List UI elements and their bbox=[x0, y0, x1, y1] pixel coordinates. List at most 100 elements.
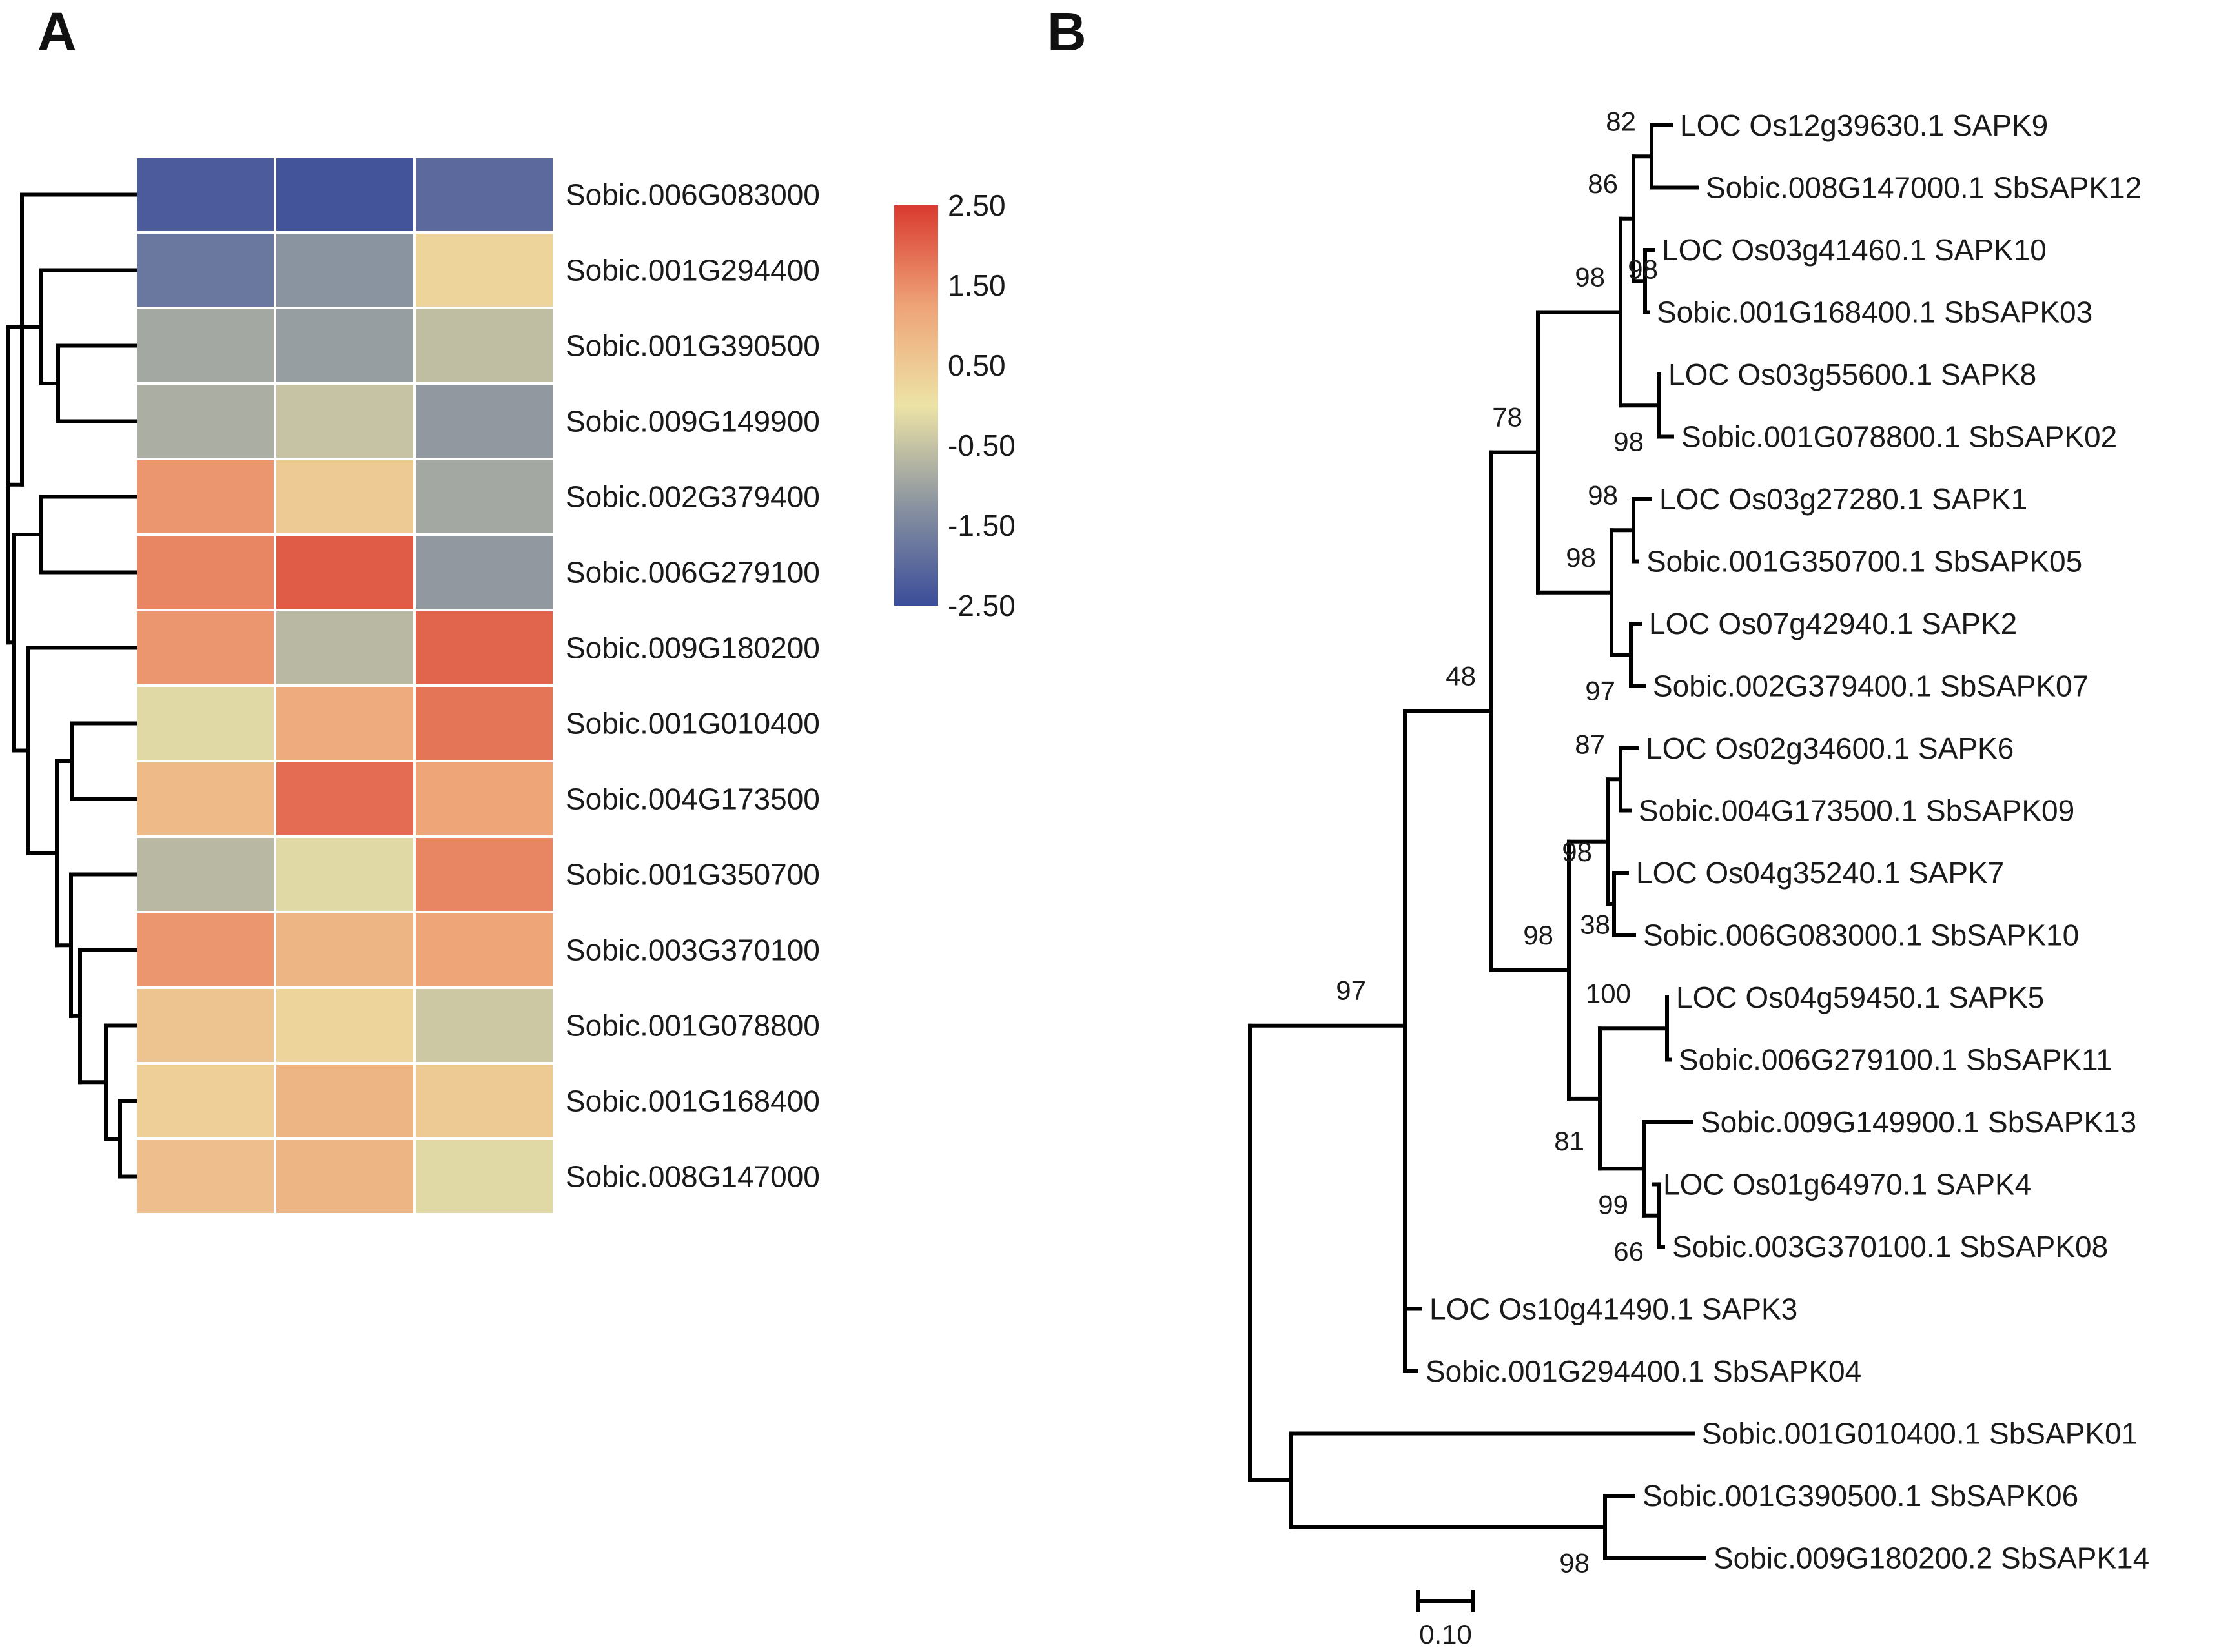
tree-scale-bar: 0.10 bbox=[1416, 1590, 1475, 1649]
tree-leaf-label: LOC Os03g55600.1 SAPK8 bbox=[1668, 358, 2036, 391]
bootstrap-value: 99 bbox=[1598, 1189, 1628, 1219]
bootstrap-value: 48 bbox=[1446, 661, 1476, 691]
bootstrap-value: 100 bbox=[1586, 978, 1631, 1008]
heatmap-row-label: Sobic.006G279100 bbox=[566, 556, 820, 589]
tree-leaf-label: LOC Os10g41490.1 SAPK3 bbox=[1429, 1292, 1797, 1326]
colorbar-tick-label: -1.50 bbox=[948, 509, 1016, 542]
heatmap-cell bbox=[416, 913, 553, 986]
heatmap-row-dendrogram bbox=[6, 192, 138, 1179]
bootstrap-value: 82 bbox=[1606, 106, 1636, 136]
heatmap-cell bbox=[416, 762, 553, 835]
heatmap-cell bbox=[276, 234, 413, 307]
colorbar-gradient bbox=[894, 205, 938, 606]
heatmap-cell bbox=[137, 536, 274, 609]
phylogenetic-tree-panel: LOC Os12g39630.1 SAPK9Sobic.008G147000.1… bbox=[1248, 106, 2149, 1649]
tree-leaf-label: Sobic.001G168400.1 SbSAPK03 bbox=[1657, 296, 2092, 329]
heatmap-cell bbox=[276, 385, 413, 458]
heatmap-cell bbox=[137, 385, 274, 458]
heatmap-row-labels: Sobic.006G083000Sobic.001G294400Sobic.00… bbox=[566, 178, 820, 1194]
heatmap-cell bbox=[137, 1140, 274, 1213]
tree-leaf-label: LOC Os03g41460.1 SAPK10 bbox=[1662, 233, 2047, 267]
heatmap-row-label: Sobic.001G350700 bbox=[566, 858, 820, 892]
heatmap-cell bbox=[137, 913, 274, 986]
heatmap-cell bbox=[416, 611, 553, 684]
tree-leaf-label: Sobic.009G180200.2 SbSAPK14 bbox=[1713, 1542, 2149, 1575]
tree-leaf-label: Sobic.002G379400.1 SbSAPK07 bbox=[1653, 669, 2089, 703]
colorbar-tick-label: 2.50 bbox=[948, 189, 1006, 222]
heatmap-row-label: Sobic.003G370100 bbox=[566, 933, 820, 967]
tree-leaf-label: Sobic.006G279100.1 SbSAPK11 bbox=[1679, 1043, 2112, 1077]
heatmap-cell bbox=[137, 687, 274, 760]
heatmap-cell bbox=[276, 687, 413, 760]
heatmap-cell bbox=[137, 234, 274, 307]
bootstrap-value: 38 bbox=[1580, 909, 1610, 939]
tree-leaf-labels: LOC Os12g39630.1 SAPK9Sobic.008G147000.1… bbox=[1426, 108, 2149, 1575]
colorbar-tick-label: 1.50 bbox=[948, 269, 1006, 302]
bootstrap-value: 98 bbox=[1523, 920, 1553, 950]
colorbar-tick-label: 0.50 bbox=[948, 349, 1006, 382]
bootstrap-value: 87 bbox=[1575, 729, 1605, 759]
heatmap-row-label: Sobic.009G149900 bbox=[566, 405, 820, 438]
heatmap-cell bbox=[416, 838, 553, 911]
bootstrap-value: 86 bbox=[1588, 168, 1618, 199]
bootstrap-value: 81 bbox=[1554, 1126, 1584, 1156]
heatmap-row-label: Sobic.006G083000 bbox=[566, 178, 820, 212]
heatmap-cell bbox=[276, 158, 413, 231]
heatmap-cell bbox=[137, 460, 274, 533]
bootstrap-value: 97 bbox=[1336, 975, 1366, 1006]
tree-leaf-label: Sobic.001G350700.1 SbSAPK05 bbox=[1646, 545, 2082, 578]
heatmap-colorbar: 2.50 1.50 0.50 -0.50 -1.50 -2.50 bbox=[894, 189, 1016, 622]
heatmap-cell bbox=[416, 385, 553, 458]
bootstrap-value: 98 bbox=[1566, 542, 1596, 573]
tree-branches bbox=[1248, 123, 1706, 1560]
heatmap-cell bbox=[276, 309, 413, 382]
heatmap-row-label: Sobic.001G390500 bbox=[566, 329, 820, 363]
tree-leaf-label: LOC Os01g64970.1 SAPK4 bbox=[1663, 1168, 2031, 1201]
heatmap-cell bbox=[276, 460, 413, 533]
heatmap-cell bbox=[416, 158, 553, 231]
tree-leaf-label: LOC Os04g35240.1 SAPK7 bbox=[1636, 856, 2004, 890]
tree-leaf-label: Sobic.001G390500.1 SbSAPK06 bbox=[1642, 1479, 2078, 1513]
panel-label-b: B bbox=[1047, 1, 1087, 62]
heatmap-cell bbox=[276, 913, 413, 986]
heatmap-cell bbox=[416, 1140, 553, 1213]
tree-leaf-label: Sobic.001G078800.1 SbSAPK02 bbox=[1681, 420, 2117, 454]
colorbar-tick-label: -2.50 bbox=[948, 589, 1016, 622]
heatmap-cells bbox=[137, 158, 553, 1213]
tree-leaf-label: LOC Os02g34600.1 SAPK6 bbox=[1646, 731, 2014, 765]
heatmap-cell bbox=[416, 989, 553, 1062]
heatmap-cell bbox=[276, 611, 413, 684]
bootstrap-value: 98 bbox=[1628, 254, 1658, 284]
colorbar-tick-labels: 2.50 1.50 0.50 -0.50 -1.50 -2.50 bbox=[948, 189, 1016, 622]
heatmap-cell bbox=[416, 536, 553, 609]
heatmap-cell bbox=[276, 762, 413, 835]
heatmap-cell bbox=[416, 309, 553, 382]
tree-leaf-label: Sobic.001G294400.1 SbSAPK04 bbox=[1426, 1354, 1861, 1388]
heatmap-cell bbox=[416, 687, 553, 760]
heatmap-cell bbox=[276, 989, 413, 1062]
scale-bar-label: 0.10 bbox=[1419, 1619, 1472, 1649]
heatmap-cell bbox=[416, 234, 553, 307]
heatmap-cell bbox=[137, 1065, 274, 1137]
tree-leaf-label: Sobic.008G147000.1 SbSAPK12 bbox=[1706, 171, 2142, 205]
heatmap-panel: Sobic.006G083000Sobic.001G294400Sobic.00… bbox=[6, 158, 1016, 1213]
tree-bootstrap-values: 8298869898989798788738981006699819848979… bbox=[1336, 106, 1658, 1578]
heatmap-cell bbox=[416, 460, 553, 533]
panel-label-a: A bbox=[37, 1, 77, 62]
heatmap-cell bbox=[137, 989, 274, 1062]
heatmap-cell bbox=[137, 611, 274, 684]
tree-leaf-label: Sobic.009G149900.1 SbSAPK13 bbox=[1701, 1105, 2136, 1139]
bootstrap-value: 78 bbox=[1492, 402, 1522, 433]
heatmap-cell bbox=[137, 838, 274, 911]
bootstrap-value: 98 bbox=[1613, 426, 1644, 456]
heatmap-cell bbox=[276, 536, 413, 609]
heatmap-cell bbox=[137, 158, 274, 231]
colorbar-tick-label: -0.50 bbox=[948, 429, 1016, 462]
heatmap-cell bbox=[276, 838, 413, 911]
heatmap-cell bbox=[276, 1140, 413, 1213]
heatmap-row-label: Sobic.008G147000 bbox=[566, 1160, 820, 1194]
heatmap-row-label: Sobic.002G379400 bbox=[566, 480, 820, 514]
tree-leaf-label: Sobic.006G083000.1 SbSAPK10 bbox=[1643, 919, 2079, 952]
tree-leaf-label: Sobic.004G173500.1 SbSAPK09 bbox=[1639, 794, 2074, 828]
